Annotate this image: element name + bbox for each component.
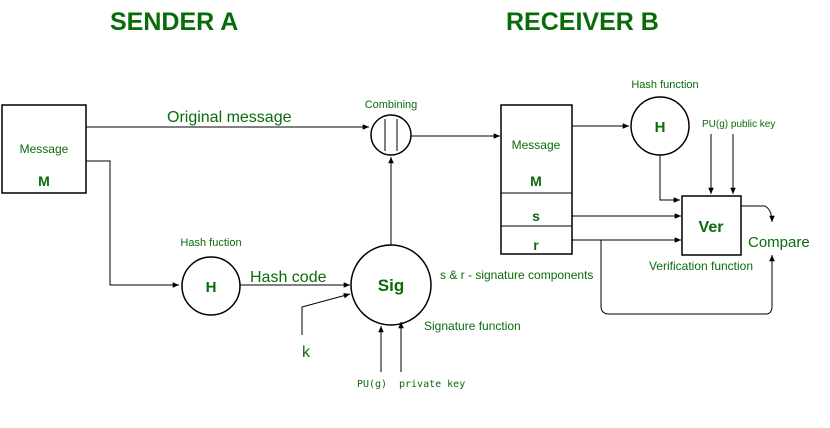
k-label: k (302, 344, 311, 361)
combining-label: Combining (365, 99, 418, 111)
receiver-hash-to-ver-arrow (659, 155, 680, 203)
combiner-circle (370, 114, 412, 156)
ver-to-compare-arrow (741, 205, 775, 223)
receiver-hash-symbol: H (655, 119, 666, 136)
private-key-label: private key (399, 379, 465, 390)
public-key-label: PU(g) public key (702, 119, 775, 130)
sender-message-symbol: M (38, 173, 50, 189)
sender-title: SENDER A (110, 8, 238, 36)
sender-message-box (1, 104, 87, 194)
receiver-message-label: Message (512, 138, 561, 152)
k-arrow (301, 292, 351, 335)
original-message-label: Original message (167, 109, 292, 126)
sender-hash-caption: Hash fuction (180, 237, 241, 249)
receiver-r-symbol: r (533, 237, 539, 253)
receiver-s-symbol: s (532, 208, 540, 224)
sig-caption: Signature function (424, 319, 521, 333)
r-to-compare-arrow (600, 240, 775, 315)
sender-hash-symbol: H (206, 279, 217, 296)
ver-box (681, 195, 742, 256)
receiver-hash-caption: Hash function (631, 79, 698, 91)
message-to-hash-arrow (86, 160, 179, 288)
sender-hash-circle (181, 256, 241, 316)
receiver-title: RECEIVER B (506, 8, 659, 36)
compare-label: Compare (748, 234, 810, 251)
sender-message-label: Message (20, 142, 69, 156)
sig-symbol: Sig (378, 276, 404, 295)
receiver-m-symbol: M (530, 173, 542, 189)
ver-caption: Verification function (649, 259, 753, 273)
receiver-message-box (500, 104, 573, 255)
pu-label: PU(g) (357, 379, 387, 390)
hash-code-label: Hash code (250, 269, 327, 286)
ver-symbol: Ver (699, 219, 724, 236)
signature-components-label: s & r - signature components (440, 268, 593, 282)
